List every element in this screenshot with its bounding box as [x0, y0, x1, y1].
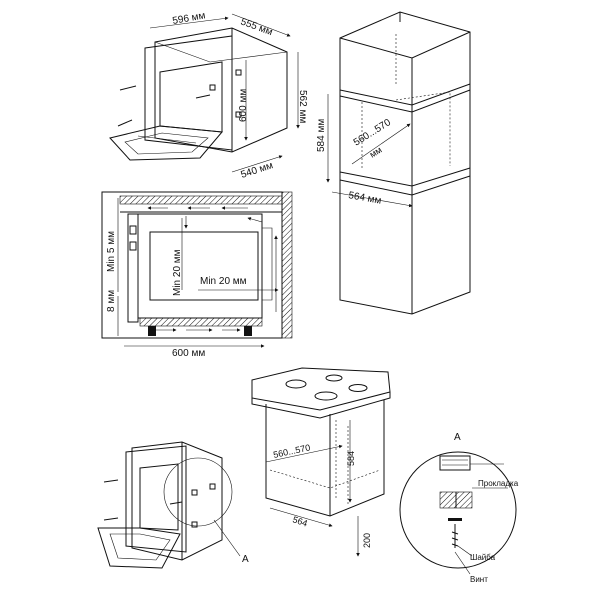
detail-title-label: A — [454, 432, 461, 443]
under-niche-width-label: 564 — [291, 514, 308, 528]
column-niche-depth-unit: мм — [368, 145, 384, 160]
section-gap-top-label: Min 5 мм — [106, 231, 117, 272]
column-niche-depth-label: 560...570 — [352, 117, 394, 149]
fixing-detail-view: A Прокладка Шайба Винт — [399, 432, 519, 584]
section-gap-bottom-label: 8 мм — [106, 290, 117, 312]
detail-marker-label: A — [242, 554, 249, 565]
section-gap-side-label: Min 20 мм — [200, 276, 247, 287]
detail-screw-label: Винт — [470, 575, 488, 584]
column-cabinet-view: 584 мм 560...570 мм 564 мм — [316, 11, 471, 315]
oven-width-label: 596 мм — [172, 10, 207, 27]
under-niche-depth-label: 560...570 — [272, 442, 311, 460]
oven-depth-label: 555 мм — [239, 16, 274, 38]
column-niche-width-label: 564 мм — [347, 190, 382, 207]
ventilation-section-view: Min 5 мм 8 мм Min 20 мм Min 20 мм 600 мм — [101, 191, 293, 359]
section-gap-back-label: Min 20 мм — [172, 249, 183, 296]
column-niche-height-label: 584 мм — [316, 119, 327, 152]
oven-dimensions-view: 596 мм 555 мм 562 мм 600 мм 540 мм — [109, 10, 308, 181]
oven-height-label: 562 мм — [297, 90, 308, 123]
detail-washer-label: Шайба — [470, 553, 496, 562]
oven-front-height-label: 600 мм — [238, 89, 249, 122]
oven-mounting-view: A — [97, 441, 249, 569]
under-counter-cabinet-view: 560...570 584 564 200 — [251, 367, 391, 557]
under-niche-base-label: 200 — [362, 533, 372, 548]
under-niche-height-label: 584 — [346, 451, 356, 466]
oven-inner-depth-label: 540 мм — [240, 160, 275, 181]
detail-gasket-label: Прокладка — [478, 479, 519, 488]
section-width-label: 600 мм — [172, 348, 205, 359]
